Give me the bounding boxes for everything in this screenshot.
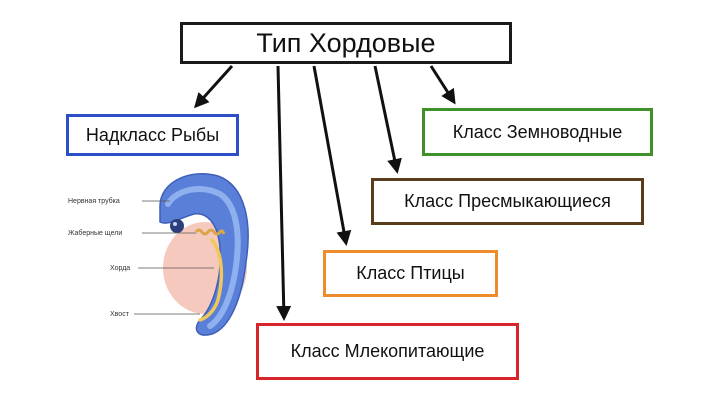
embryo-notochord bbox=[198, 238, 224, 322]
fish-box: Надкласс Рыбы bbox=[66, 114, 239, 156]
fish-label: Надкласс Рыбы bbox=[85, 124, 220, 145]
embryo-eye bbox=[170, 219, 184, 233]
label-neural-tube: Нервная трубка bbox=[68, 197, 120, 205]
arrow-to-reptiles bbox=[373, 65, 402, 174]
arrow-to-fish bbox=[193, 64, 234, 109]
label-notochord: Хорда bbox=[110, 265, 130, 272]
label-tail: Хвост bbox=[110, 311, 130, 318]
arrow-to-mammals bbox=[276, 65, 292, 321]
embryo-eye-highlight bbox=[173, 222, 177, 226]
embryo-neural-tube-band bbox=[165, 186, 241, 329]
birds-label: Класс Птицы bbox=[356, 263, 465, 283]
arrow-to-birds bbox=[312, 65, 352, 246]
root-phylum-box: Тип Хордовые bbox=[180, 22, 512, 64]
label-gill-slits: Жаберные щели bbox=[68, 229, 122, 237]
embryo-gill-slits bbox=[194, 228, 226, 236]
root-phylum-label: Тип Хордовые bbox=[256, 27, 436, 58]
mammals-box: Класс Млекопитающие bbox=[256, 323, 519, 380]
mammals-label: Класс Млекопитающие bbox=[290, 341, 485, 361]
arrow-to-amphibians bbox=[429, 65, 456, 105]
amphibians-box: Класс Земноводные bbox=[422, 108, 653, 156]
reptiles-label: Класс Пресмыкающиеся bbox=[404, 191, 611, 211]
birds-box: Класс Птицы bbox=[323, 250, 498, 297]
reptiles-box: Класс Пресмыкающиеся bbox=[371, 178, 644, 225]
amphibians-label: Класс Земноводные bbox=[452, 121, 623, 142]
embryo-body bbox=[159, 172, 249, 336]
